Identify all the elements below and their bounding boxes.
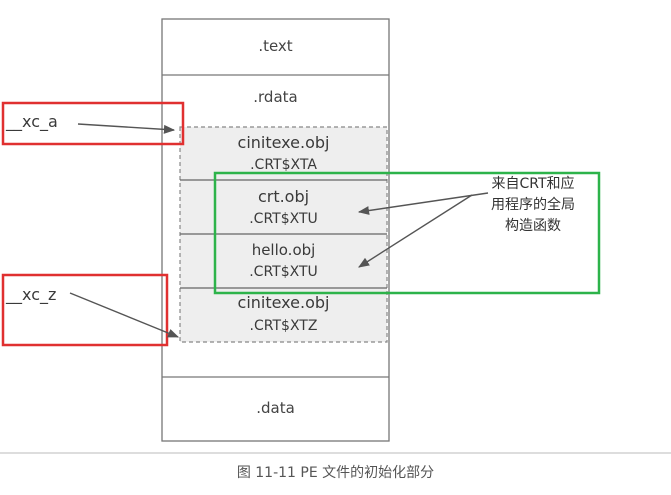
rdata-section-label: .rdata xyxy=(253,88,298,106)
object-block-crt: crt.obj .CRT$XTU xyxy=(180,180,387,234)
object-section: .CRT$XTU xyxy=(249,264,318,280)
text-section: .text xyxy=(162,19,389,75)
object-block-cinitexe-xta: cinitexe.obj .CRT$XTA xyxy=(180,127,387,180)
rdata-section: .rdata xyxy=(162,75,389,115)
figure-caption: 图 11-11 PE 文件的初始化部分 xyxy=(236,465,435,481)
xc-z-label: __xc_z xyxy=(6,285,57,304)
object-section: .CRT$XTA xyxy=(250,157,317,173)
callout-line-2: 用程序的全局 xyxy=(491,197,575,213)
object-section: .CRT$XTZ xyxy=(249,318,318,334)
object-section: .CRT$XTU xyxy=(249,211,318,227)
data-section: .data xyxy=(162,377,389,441)
object-name: crt.obj xyxy=(257,187,310,206)
callout-line-1: 来自CRT和应 xyxy=(491,176,575,192)
data-section-label: .data xyxy=(256,399,295,417)
xc-a-arrow xyxy=(77,123,176,134)
text-section-label: .text xyxy=(258,37,293,55)
xc-z-arrow xyxy=(69,292,180,338)
constructor-callout: 来自CRT和应 用程序的全局 构造函数 xyxy=(478,174,588,237)
xc-z-highlight-box xyxy=(1,273,169,347)
object-name: cinitexe.obj xyxy=(237,133,330,152)
callout-arrow-crt xyxy=(357,192,489,215)
object-block-cinitexe-xtz: cinitexe.obj .CRT$XTZ xyxy=(180,288,387,342)
xc-a-label: __xc_a xyxy=(6,112,58,131)
constructor-highlight-box xyxy=(213,171,601,295)
xc-a-highlight-box xyxy=(1,101,185,146)
callout-arrow-hello xyxy=(358,194,473,268)
callout-line-3: 构造函数 xyxy=(505,218,561,234)
object-name: hello.obj xyxy=(251,241,316,259)
object-name: cinitexe.obj xyxy=(237,293,330,312)
object-block-hello: hello.obj .CRT$XTU xyxy=(180,234,387,288)
